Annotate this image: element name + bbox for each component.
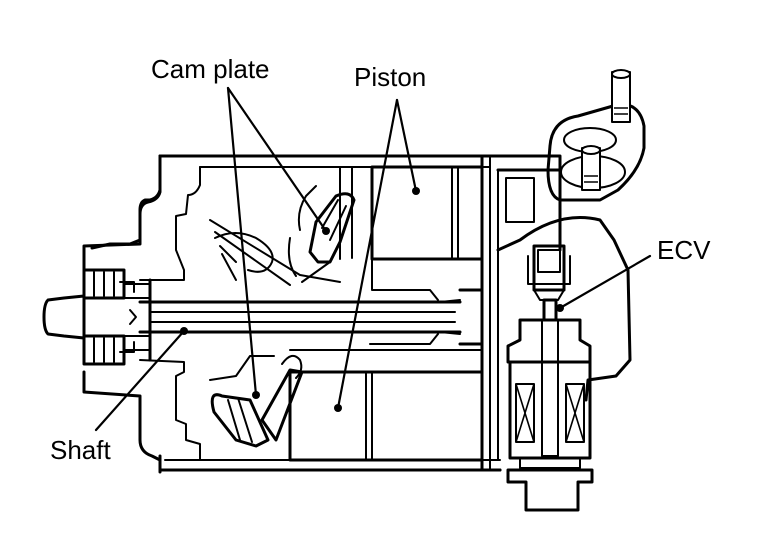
ecv-label: ECV: [657, 235, 711, 265]
compressor-housing: [82, 154, 562, 474]
piston-leader-upper: [395, 98, 418, 193]
piston-upper: [339, 165, 484, 301]
piston-label: Piston: [354, 62, 426, 92]
piston-leader-lower: [336, 98, 399, 410]
callout-leaders: [94, 86, 652, 432]
ecv-dot: [556, 304, 564, 312]
rear-head: [496, 69, 646, 402]
cam-plate-lower: [209, 354, 304, 448]
piston-dot-lower: [334, 404, 342, 412]
front-seal-assembly: [82, 268, 152, 366]
cam-plate-upper: [209, 185, 356, 286]
cam-plate-dot-upper: [322, 227, 330, 235]
shaft-leader: [94, 329, 186, 432]
shaft-dot: [180, 327, 188, 335]
cam-plate-label: Cam plate: [151, 54, 270, 84]
cam-plate-leader-lower: [226, 86, 258, 397]
cam-plate-dot-lower: [252, 391, 260, 399]
piston-dot-upper: [412, 187, 420, 195]
shaft: [42, 288, 484, 346]
piston-lower: [288, 333, 484, 462]
cam-plate-leader-upper: [226, 86, 328, 233]
ecv-leader: [558, 254, 652, 310]
ecv-valve: [506, 244, 594, 512]
shaft-label: Shaft: [50, 435, 111, 465]
